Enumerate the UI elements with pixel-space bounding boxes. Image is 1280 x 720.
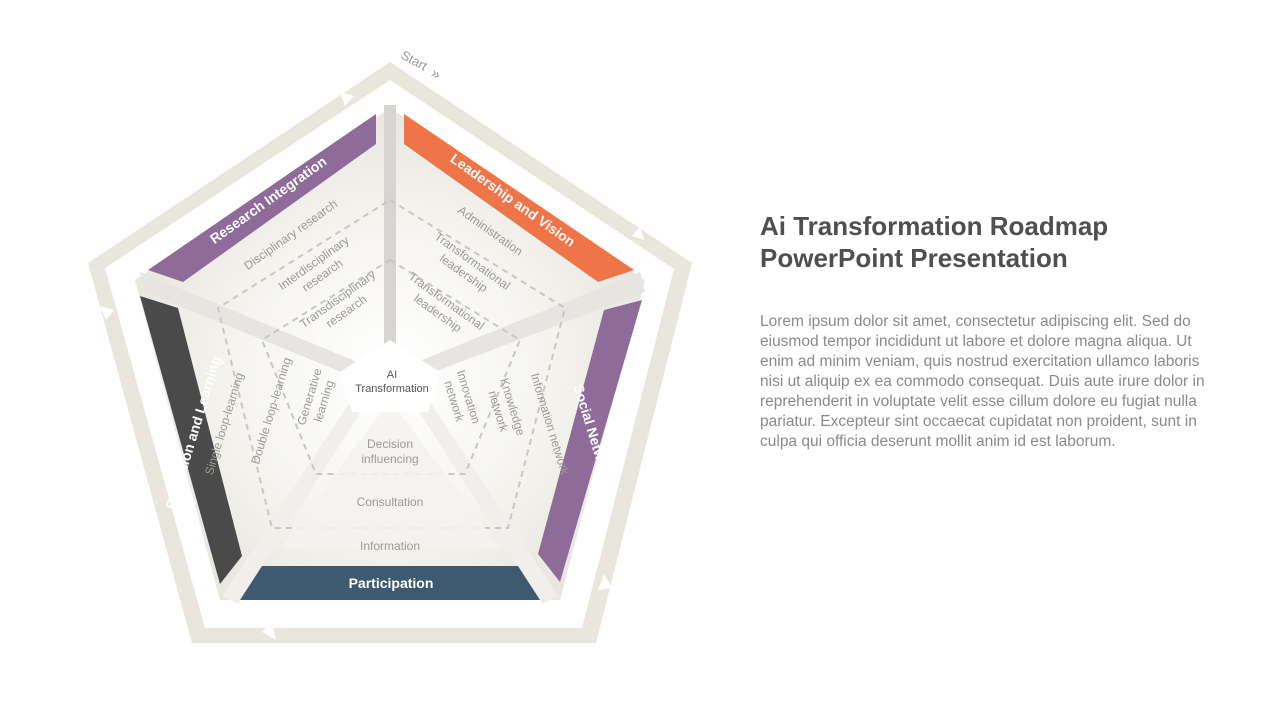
- center-hub: [340, 340, 440, 412]
- participation-item-information: Information: [360, 539, 420, 553]
- text-panel: Ai Transformation Roadmap PowerPoint Pre…: [760, 210, 1210, 452]
- start-label: Start: [399, 47, 431, 73]
- bar-social-network: [538, 300, 642, 582]
- slide-title: Ai Transformation Roadmap PowerPoint Pre…: [760, 210, 1210, 274]
- bar-research-integration: [148, 114, 376, 282]
- separators: [140, 105, 645, 604]
- participation-item-decision-line2: influencing: [361, 452, 418, 466]
- bar-participation: [240, 566, 540, 600]
- participation-triangle: [280, 400, 500, 548]
- participation-item-decision-line1: Decision: [367, 437, 413, 451]
- start-arrow-icon: »: [428, 65, 443, 84]
- center-label-line2: Transformation: [355, 383, 429, 395]
- pentagon-diagram: AI Transformation Start » Research Integ…: [88, 47, 692, 643]
- slide-description: Lorem ipsum dolor sit amet, consectetur …: [760, 313, 1205, 450]
- center-label-line1: AI: [387, 369, 397, 381]
- bar-leadership-and-vision: [404, 114, 634, 282]
- slide-title-line1: Ai Transformation Roadmap: [760, 211, 1109, 241]
- label-participation: Participation: [349, 575, 434, 591]
- flow-arrow-icon: [100, 92, 644, 640]
- participation-item-consultation: Consultation: [357, 495, 424, 509]
- slide-title-line2: PowerPoint Presentation: [760, 243, 1068, 273]
- bar-education-and-learning: [140, 296, 242, 584]
